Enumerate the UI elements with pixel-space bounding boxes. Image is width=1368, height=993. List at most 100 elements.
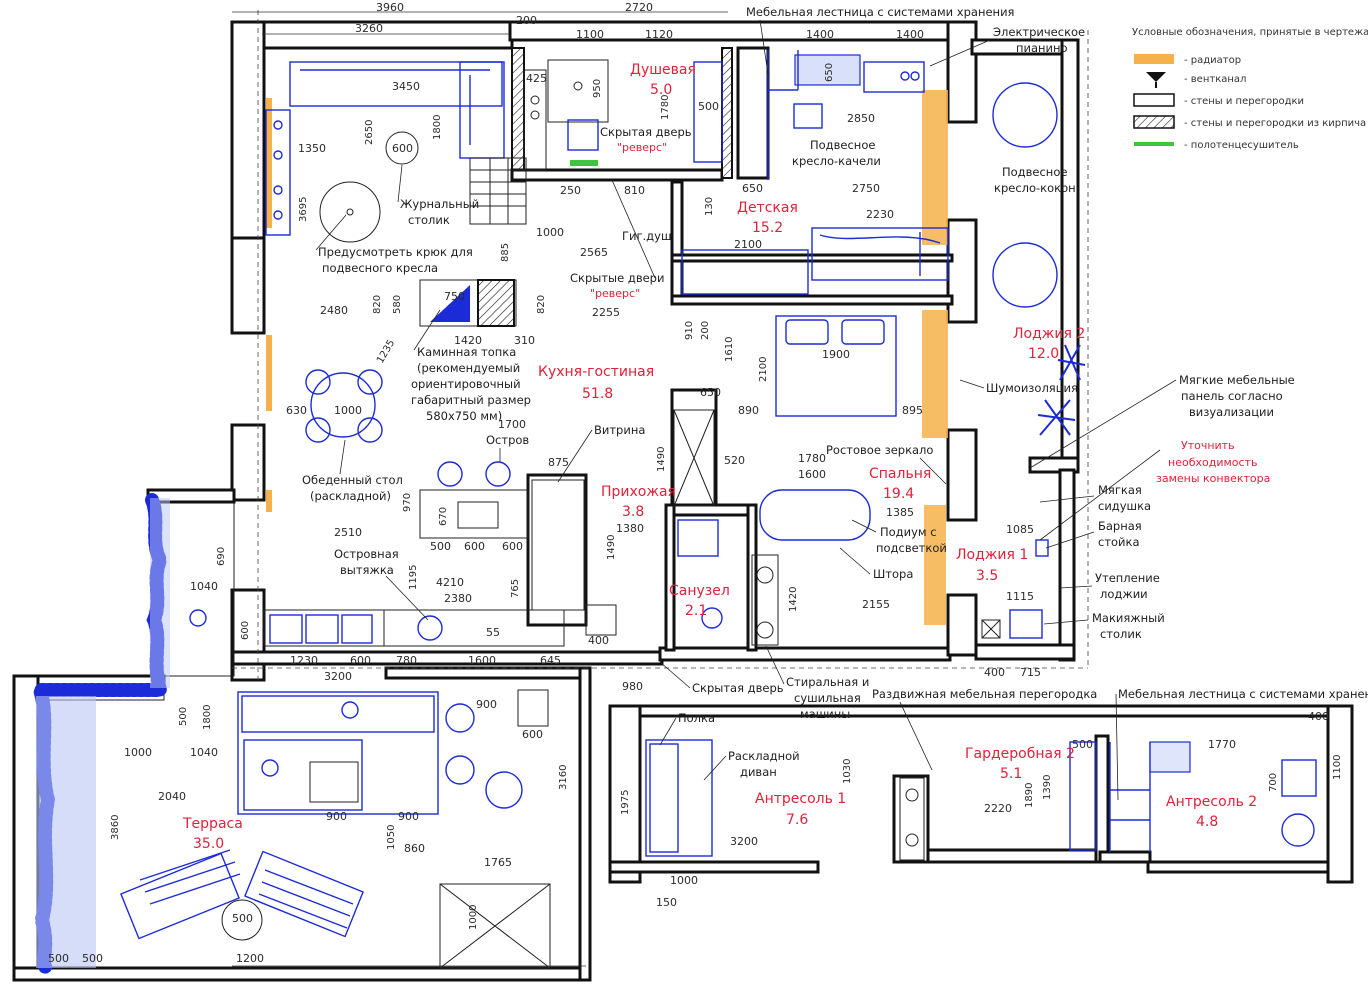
dim-label: 500 — [48, 952, 69, 965]
dim-label: 520 — [724, 454, 745, 467]
room-name: Спальня — [869, 466, 931, 482]
dim-label: 1400 — [806, 28, 834, 41]
dim-label: 3960 — [376, 1, 404, 14]
annotations: Мебельная лестница с системами хранения … — [302, 5, 1368, 801]
room-area: 5.0 — [650, 82, 672, 98]
dim-label: 2850 — [847, 112, 875, 125]
dim-label: 2100 — [734, 238, 762, 251]
dim-label: 1770 — [1208, 738, 1236, 751]
annotation: Скрытая дверь — [692, 681, 784, 695]
legend: Условные обозначения, принятые в чертежа… — [1132, 27, 1368, 151]
dim-label: 1000 — [124, 746, 152, 759]
dim-label: 1975 — [620, 790, 631, 815]
radiator-living2 — [266, 335, 272, 411]
dim-label: 650 — [742, 182, 763, 195]
dim-label: 3200 — [324, 670, 352, 683]
annotation: Витрина — [594, 423, 645, 437]
dim-label: 1030 — [842, 759, 853, 784]
dim-label: 600 — [350, 654, 371, 667]
dim-label: 2155 — [862, 598, 890, 611]
annotation: (рекомендуемый — [417, 361, 520, 375]
legend-radiator-swatch — [1134, 54, 1174, 64]
dimensions: 3960 2720 3260 200 1100 1120 1400 1400 3… — [48, 1, 1343, 965]
annotation: (раскладной) — [310, 489, 391, 503]
annotation: Утепление — [1095, 571, 1160, 585]
annotation: лоджии — [1100, 587, 1148, 601]
dim-label: 2750 — [852, 182, 880, 195]
dim-label: 2720 — [625, 1, 653, 14]
dim-label: 1380 — [616, 522, 644, 535]
annotation: Скрытая дверь — [600, 125, 692, 139]
annotation: сидушка — [1098, 499, 1151, 513]
annotation: стойка — [1098, 535, 1140, 549]
outer-walls — [230, 20, 1080, 682]
annotation: столик — [408, 213, 450, 227]
annotation: кресло-качели — [792, 154, 881, 168]
dim-label: 425 — [526, 72, 547, 85]
terrace-hedge — [30, 493, 170, 975]
radiator-kids — [922, 90, 948, 245]
dim-label: 400 — [984, 666, 1005, 679]
dim-label: 650 — [700, 386, 721, 399]
dim-label: 1800 — [432, 115, 443, 140]
mezzanine-outline — [608, 704, 1354, 884]
annotation: Ростовое зеркало — [826, 443, 933, 457]
dim-label: 600 — [464, 540, 485, 553]
room-name: Кухня-гостиная — [538, 364, 654, 380]
dim-label: 3200 — [730, 835, 758, 848]
dim-label: 2565 — [580, 246, 608, 259]
dim-label: 130 — [704, 197, 715, 216]
dim-label: 1420 — [788, 587, 799, 612]
annotation: подвесного кресла — [322, 261, 438, 275]
dim-label: 1100 — [576, 28, 604, 41]
dim-label: 1100 — [1332, 755, 1343, 780]
dim-label: 860 — [404, 842, 425, 855]
dim-label: 600 — [522, 728, 543, 741]
dim-label: 645 — [540, 654, 561, 667]
annotation: Островная — [334, 547, 399, 561]
annotation: подсветкой — [876, 541, 947, 555]
dim-label: 1420 — [454, 334, 482, 347]
dim-label: 1780 — [660, 95, 671, 120]
room-area: 5.1 — [1000, 766, 1022, 782]
dim-label: 810 — [624, 184, 645, 197]
dim-label: 1600 — [798, 468, 826, 481]
radiator-bed2 — [924, 505, 946, 625]
annotation: "реверс" — [590, 287, 640, 300]
dim-label: 820 — [536, 295, 547, 314]
legend-title: Условные обозначения, принятые в чертежа… — [1132, 27, 1368, 38]
dim-label: 600 — [502, 540, 523, 553]
room-area: 2.1 — [685, 603, 707, 619]
room-name: Душевая — [630, 62, 696, 78]
annotation: Гиг.душ — [622, 229, 671, 243]
annotation: машины — [800, 707, 850, 721]
dim-label: 750 — [444, 290, 465, 303]
dim-label: 2650 — [364, 120, 375, 145]
room-name: Прихожая — [601, 484, 676, 500]
annotation: Журнальный — [400, 197, 479, 211]
annotation: Предусмотреть крюк для — [318, 245, 473, 259]
annotation: Мягкая — [1098, 483, 1142, 497]
dim-label: 3860 — [110, 815, 121, 840]
dim-label: 900 — [476, 698, 497, 711]
dim-label: 55 — [486, 626, 500, 639]
room-area: 3.5 — [976, 568, 998, 584]
dim-label: 1600 — [468, 654, 496, 667]
legend-item: - радиатор — [1184, 55, 1241, 66]
dim-label: 1700 — [498, 418, 526, 431]
room-name: Антресоль 2 — [1166, 794, 1257, 810]
vent-icon — [1146, 72, 1166, 82]
dim-label: 1040 — [190, 580, 218, 593]
dim-label: 2380 — [444, 592, 472, 605]
room-name: Санузел — [669, 583, 730, 599]
dim-label: 150 — [656, 896, 677, 909]
dim-label: 200 — [516, 14, 537, 27]
annotation: столик — [1100, 627, 1142, 641]
dim-label: 2510 — [334, 526, 362, 539]
annotation: Подиум с — [880, 525, 937, 539]
dim-label: 3260 — [355, 22, 383, 35]
dim-label: 950 — [592, 79, 603, 98]
annotation: Скрытые двери — [570, 271, 664, 285]
annotation: кресло-кокон — [994, 181, 1076, 195]
